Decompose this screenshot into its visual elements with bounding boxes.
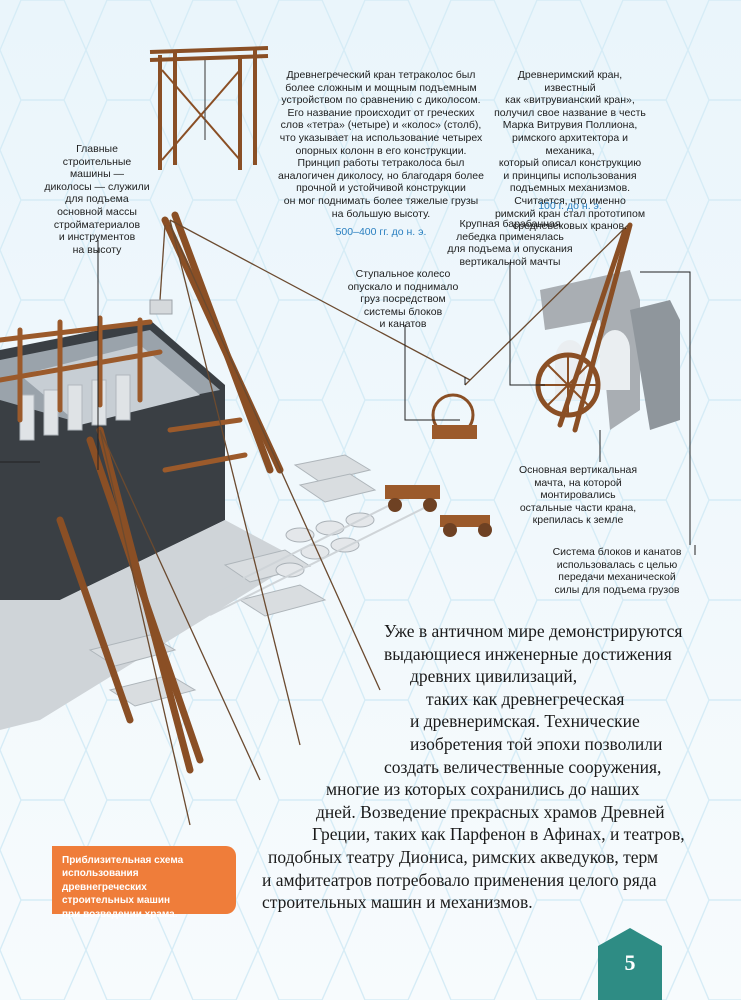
text-line: и амфитеатров потребовало применения цел… xyxy=(262,869,657,890)
text-line: передачи механической xyxy=(558,571,676,584)
text-line: устройством по сравнению с диколосом. xyxy=(281,94,481,107)
text-line: Принцип работы тетраколоса был xyxy=(297,157,465,170)
caption-line: использования древнегреческих xyxy=(62,868,147,893)
vitruvian-crane-illustration xyxy=(431,222,680,439)
text-line: подъемных механизмов. xyxy=(509,182,631,195)
text-line: многие из которых сохранились до наших xyxy=(326,779,640,800)
text-line: стройматериалов xyxy=(53,218,141,231)
text-line: строительных машин и механизмов. xyxy=(262,892,533,913)
text-line: Главные xyxy=(76,143,118,155)
text-line: Крупная барабанная xyxy=(459,218,561,230)
text-line: получил свое название в честь xyxy=(494,106,646,119)
text-line: вертикальной мачты xyxy=(459,255,561,268)
text-line: для подъема и опускания xyxy=(447,243,573,256)
page-number: 5 xyxy=(624,950,636,975)
text-line: груз посредством xyxy=(360,293,446,306)
text-line: системы блоков xyxy=(363,305,443,318)
text-line: монтировались xyxy=(540,489,616,502)
text-line: римский кран стал прототипом xyxy=(494,207,646,220)
text-line: как «витрувианский кран», xyxy=(505,94,635,107)
tetrakolos-date: 500–400 гг. до н. э. xyxy=(335,226,427,238)
text-line: Древнеримский кран, известный xyxy=(517,69,623,94)
text-line: опускало и поднимало xyxy=(347,280,459,293)
page-number-badge: 5 xyxy=(598,928,662,1000)
text-line: Греции, таких как Парфенон в Афинах, и т… xyxy=(312,824,685,845)
text-line: Древнегреческий кран тетраколос был xyxy=(286,69,476,81)
text-line: опорных колонн в его конструкции. xyxy=(295,144,467,157)
text-line: изобретения той эпохи позволили xyxy=(410,733,663,754)
text-line: который описал конструкцию xyxy=(498,157,642,170)
tetrakolos-crane-illustration xyxy=(149,46,269,170)
hexagon-badge-icon xyxy=(598,928,662,1000)
vitruvian-date: 100 г. до н. э. xyxy=(538,200,602,212)
text-line: строительные xyxy=(62,155,132,168)
text-line: и инструментов xyxy=(58,231,136,244)
text-line: крепилась к земле xyxy=(532,514,624,527)
text-line: и древнеримская. Технические xyxy=(410,711,640,732)
text-line: для подъема xyxy=(65,193,129,206)
text-line: создать величественные сооружения, xyxy=(384,756,662,777)
text-line: и канатов xyxy=(379,318,427,331)
text-line: основной массы xyxy=(57,205,137,218)
mast-callout: Основная вертикальная мачта, на которой … xyxy=(508,464,648,527)
text-line: диколосы — служили xyxy=(44,180,150,193)
carts-illustration xyxy=(385,485,492,537)
text-line: подобных театру Диониса, римских акведук… xyxy=(268,846,659,867)
pulleys-callout: Система блоков и канатов использовалась … xyxy=(532,546,702,596)
text-line: силы для подъема грузов xyxy=(554,583,680,596)
text-line: дней. Возведение прекрасных храмов Древн… xyxy=(316,801,665,822)
text-line: и принципы использования xyxy=(503,169,637,182)
text-line: Ступальное колесо xyxy=(355,268,451,280)
text-line: мачта, на которой xyxy=(534,476,622,489)
text-line: Считается, что именно xyxy=(514,194,626,207)
treadwheel-callout: Ступальное колесо опускало и поднимало г… xyxy=(340,268,466,331)
illustration-caption: Приблизительная схема использования древ… xyxy=(52,846,236,920)
text-line: он мог поднимать более тяжелые грузы xyxy=(283,194,479,207)
vitruvian-description: Древнеримский кран, известный как «витру… xyxy=(494,69,646,233)
text-line: Уже в античном мире демонстрируются xyxy=(384,621,683,641)
text-line: таких как древнегреческая xyxy=(426,688,625,709)
caption-line: при возведении храма. xyxy=(62,908,178,920)
text-line: римского архитектора и механика, xyxy=(512,131,628,157)
callout-lines xyxy=(0,240,696,555)
text-line: что указывает на использование четырех xyxy=(279,131,483,144)
winch-callout: Крупная барабанная лебедка применялась д… xyxy=(440,218,580,268)
text-line: Система блоков и канатов xyxy=(552,546,682,558)
text-line: остальные части крана, xyxy=(519,501,637,514)
tetrakolos-description: Древнегреческий кран тетраколос был боле… xyxy=(270,69,492,220)
main-text: Уже в античном мире демонстрируются выда… xyxy=(250,620,710,914)
text-line: древних цивилизаций, xyxy=(410,666,578,687)
text-line: аналогичен диколосу, но благодаря более xyxy=(278,169,484,182)
text-line: Основная вертикальная xyxy=(518,464,638,476)
text-line: Его название происходит от греческих xyxy=(287,106,475,119)
text-line: на высоту xyxy=(72,243,122,256)
text-line: более сложным и мощным подъемным xyxy=(285,81,477,94)
text-line: прочной и устойчивой конструкции xyxy=(296,182,466,195)
text-line: машины — xyxy=(69,168,125,181)
temple-illustration xyxy=(0,211,471,826)
caption-line: строительных машин xyxy=(62,895,171,907)
text-line: Марка Витрувия Поллиона, xyxy=(502,119,638,132)
caption-line: Приблизительная схема xyxy=(62,855,184,866)
text-line: средневековых кранов. xyxy=(512,220,627,233)
dikolos-callout: Главные строительные машины — диколосы —… xyxy=(32,143,162,256)
text-line: на большую высоту. xyxy=(331,207,431,220)
text-line: использовалась с целью xyxy=(556,558,678,571)
text-line: слов «тетра» (четыре) и «колос» (столб), xyxy=(280,119,482,132)
text-line: выдающиеся инженерные достижения xyxy=(384,643,672,664)
text-line: лебедка применялась xyxy=(456,230,564,243)
